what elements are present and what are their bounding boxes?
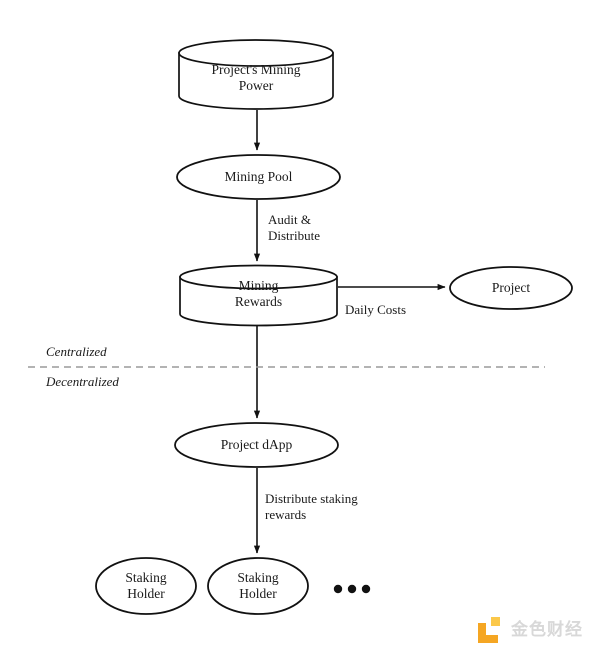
node-project[interactable] — [449, 266, 573, 310]
node-staking-holder-1[interactable] — [95, 557, 197, 615]
watermark-text: 金色财经 — [511, 619, 583, 640]
ellipsis-dots — [333, 584, 371, 594]
zone-label-decentralized: Decentralized — [46, 374, 119, 389]
edge-label-audit-distribute: Audit & Distribute — [268, 212, 320, 243]
node-mining-power[interactable] — [178, 39, 334, 110]
edge-label-daily-costs: Daily Costs — [345, 302, 407, 317]
jinse-logo-icon — [478, 617, 504, 643]
watermark: 金色财经 — [478, 613, 590, 647]
node-mining-rewards[interactable] — [179, 264, 338, 327]
edge-label-distribute-staking-rewards: Distribute staking rewards — [265, 491, 358, 522]
node-staking-holder-2[interactable] — [207, 557, 309, 615]
node-mining-pool[interactable] — [176, 154, 341, 200]
node-project-dapp[interactable] — [174, 422, 339, 468]
zone-label-centralized: Centralized — [46, 344, 107, 359]
